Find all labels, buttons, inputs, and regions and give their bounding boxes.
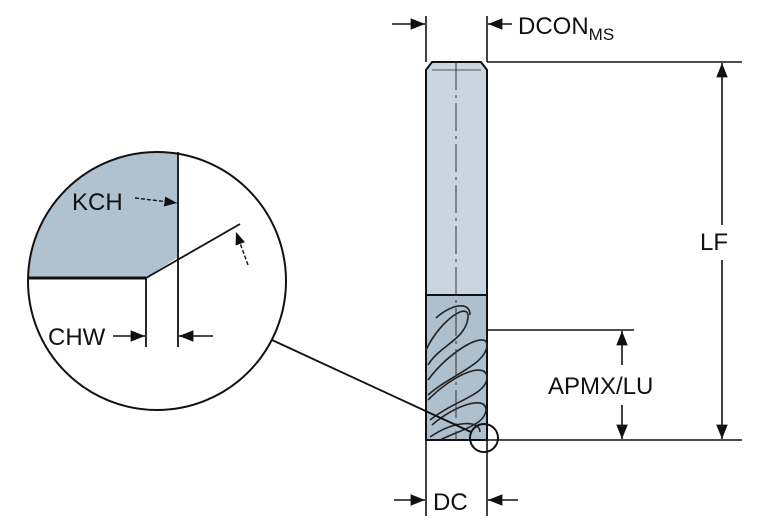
detail-view [27,151,287,411]
tool-flutes [425,305,488,441]
lf-label: LF [700,229,728,256]
lf-dimension [487,61,742,441]
detail-tool-section [28,152,178,278]
detail-leader-line [271,339,472,433]
detail-marker-circle [469,423,499,453]
apmx-lu-label: APMX/LU [548,373,653,400]
dc-label: DC [433,489,468,516]
dcon-label: DCONMS [518,13,614,44]
dcon-dimension [392,16,512,62]
detail-circle-outline [27,151,287,411]
kch-label: KCH [72,189,123,216]
apmx-dimension [487,329,634,439]
end-mill-tool [425,61,488,441]
chw-label: CHW [48,324,106,351]
